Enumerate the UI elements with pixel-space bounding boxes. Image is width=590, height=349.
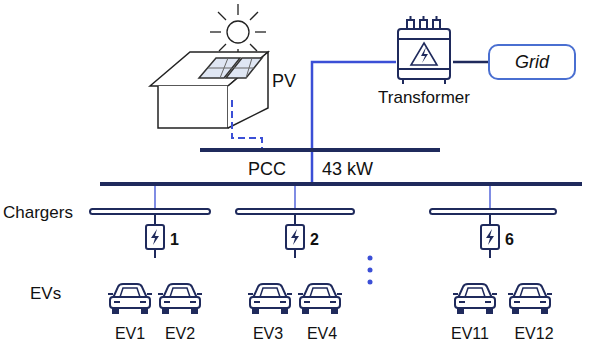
transformer-icon: Transformer <box>395 14 453 86</box>
grid-connection <box>453 61 488 64</box>
grid-label: Grid <box>515 52 549 73</box>
pcc-bus <box>200 148 440 152</box>
ev-label: EV3 <box>253 326 283 342</box>
ev-label: EV2 <box>165 326 195 342</box>
pcc-label: PCC <box>248 160 286 178</box>
ev-label: EV1 <box>115 326 145 342</box>
ellipsis-dots <box>368 256 373 285</box>
pv-feeder <box>232 100 262 150</box>
callout-number: 2 <box>310 232 319 248</box>
evs-label: EVs <box>30 285 61 302</box>
transformer-label: Transformer <box>378 88 470 108</box>
ev-label: EV12 <box>514 326 553 342</box>
chargers-label: Chargers <box>3 204 73 221</box>
callout-number: 6 <box>505 232 514 248</box>
charger-icons <box>146 214 499 258</box>
ev-icons <box>108 284 552 314</box>
ev-label: EV4 <box>307 326 337 342</box>
charger-feeders <box>155 186 490 209</box>
house-pv-icon <box>150 52 268 128</box>
pv-label: PV <box>272 72 296 90</box>
power-label: 43 kW <box>322 160 373 178</box>
callout-number: 1 <box>170 232 179 248</box>
charger-bars <box>90 209 556 214</box>
pcc-feeder <box>311 152 314 183</box>
main-bus <box>100 182 582 186</box>
transformer-symbol <box>395 14 453 86</box>
sun-icon <box>210 4 266 58</box>
grid-box: Grid <box>488 44 576 80</box>
ev-label: EV11 <box>451 326 489 342</box>
